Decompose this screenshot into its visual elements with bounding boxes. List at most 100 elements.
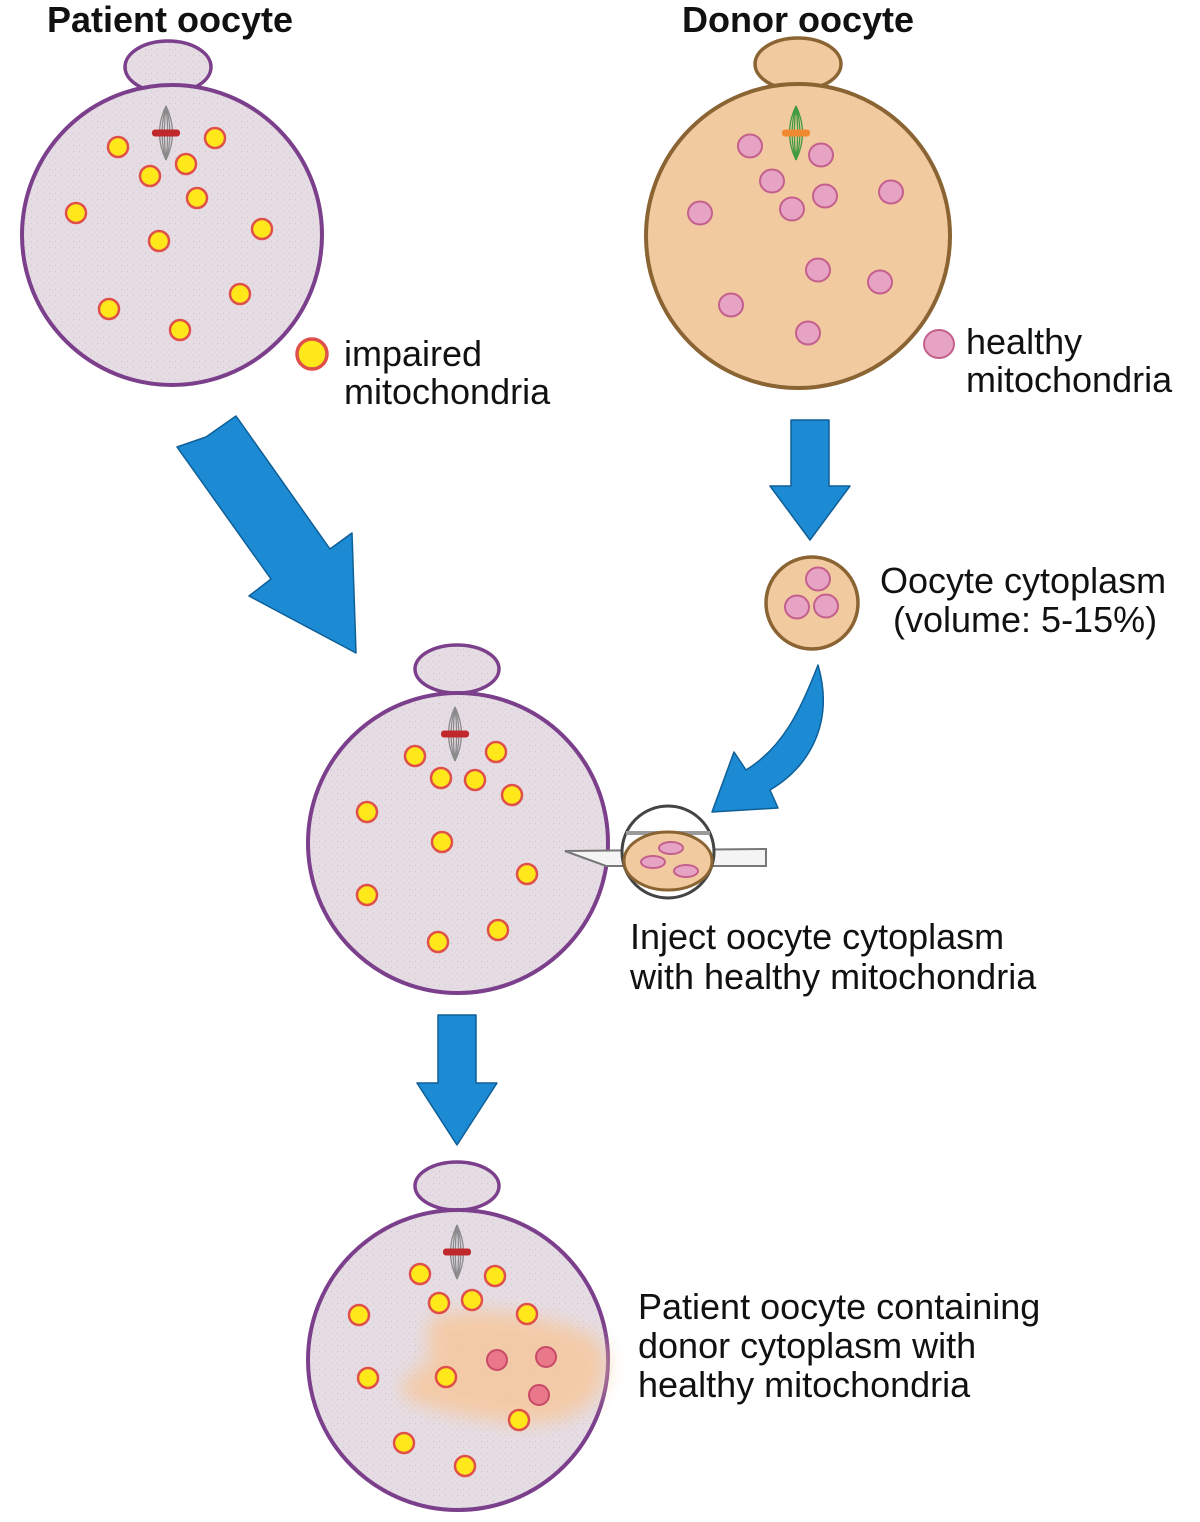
legend-healthy-line1: healthy <box>966 321 1082 362</box>
healthy-mitochondria-group <box>687 133 904 346</box>
impaired-mitochondrion <box>106 135 130 159</box>
chromosome-plate <box>443 1248 471 1256</box>
inject-label-line2: with healthy mitochondria <box>629 956 1037 997</box>
impaired-mitochondrion <box>174 152 198 176</box>
impaired-mitochondrion <box>500 783 524 807</box>
healthy-mitochondrion <box>805 257 831 283</box>
chromosome-plate <box>782 129 810 137</box>
impaired-mitochondrion <box>453 1454 477 1478</box>
impaired-mitochondrion <box>228 282 252 306</box>
injected-cytoplasm <box>622 830 714 892</box>
result-label-line3: healthy mitochondria <box>638 1364 971 1405</box>
spindle <box>443 1224 471 1280</box>
spindle <box>152 105 180 161</box>
inset-mitochondria <box>673 864 699 878</box>
impaired-mitochondrion <box>250 217 274 241</box>
healthy-mitochondrion <box>486 1349 508 1371</box>
impaired-mitochondria-group <box>347 1262 539 1478</box>
impaired-mitochondrion <box>483 1264 507 1288</box>
impaired-mitochondrion <box>515 862 539 886</box>
polar-body <box>413 1160 501 1212</box>
impaired-mitochondrion <box>430 830 454 854</box>
cytoplasm-label-line2: (volume: 5-15%) <box>893 599 1157 640</box>
healthy-mitochondrion <box>779 196 805 222</box>
impaired-mitochondrion <box>347 1303 371 1327</box>
oocyte-cell <box>20 83 324 387</box>
legend-impaired: impaired mitochondria <box>295 333 551 412</box>
chromosome-plate <box>441 730 469 738</box>
healthy-mitochondrion <box>687 200 713 226</box>
impaired-mitochondrion <box>460 1288 484 1312</box>
impaired-mitochondrion <box>355 800 379 824</box>
impaired-mitochondrion <box>515 1302 539 1326</box>
injection-oocyte <box>306 643 610 995</box>
impaired-mitochondrion <box>484 740 508 764</box>
impaired-mitochondrion <box>147 229 171 253</box>
impaired-mitochondria-group <box>64 126 274 342</box>
healthy-mitochondrion <box>808 142 834 168</box>
healthy-mitochondrion <box>535 1346 557 1368</box>
result-oocyte <box>306 1160 610 1512</box>
arrow-patient-to-injection <box>176 415 357 654</box>
impaired-mitochondria-icon <box>295 337 329 371</box>
healthy-mitochondrion <box>528 1384 550 1406</box>
impaired-mitochondrion <box>295 337 329 371</box>
impaired-mitochondrion <box>426 930 450 954</box>
arrow-injection-to-result <box>416 1014 498 1146</box>
healthy-mitochondrion <box>805 566 831 592</box>
patient-oocyte <box>20 39 324 387</box>
inset-mitochondria <box>640 855 666 869</box>
impaired-mitochondrion <box>64 201 88 225</box>
healthy-mitochondria-icon <box>923 329 955 359</box>
donor-oocyte-title: Donor oocyte <box>682 0 914 40</box>
impaired-mitochondrion <box>427 1291 451 1315</box>
spindle <box>782 105 810 161</box>
inject-label-line1: Inject oocyte cytoplasm <box>630 916 1004 957</box>
healthy-mitochondrion <box>813 593 839 619</box>
legend-impaired-line2: mitochondria <box>344 371 551 412</box>
impaired-mitochondrion <box>185 186 209 210</box>
arrow-cytoplasm-to-injection <box>711 664 824 813</box>
impaired-mitochondrion <box>507 1408 531 1432</box>
spindle <box>441 706 469 762</box>
polar-body <box>413 643 501 695</box>
healthy-mitochondrion <box>737 133 763 159</box>
result-label-line1: Patient oocyte containing <box>638 1286 1040 1327</box>
healthy-mitochondrion <box>878 179 904 205</box>
impaired-mitochondrion <box>392 1431 416 1455</box>
donor-cytoplasm-sample <box>764 555 860 651</box>
chromosome-plate <box>152 129 180 137</box>
impaired-mitochondrion <box>168 318 192 342</box>
healthy-mitochondrion <box>759 168 785 194</box>
impaired-mitochondrion <box>434 1365 458 1389</box>
healthy-mitochondrion <box>795 320 821 346</box>
impaired-mitochondrion <box>463 768 487 792</box>
impaired-mitochondria-group <box>355 740 539 954</box>
cytoplasm-circle <box>764 555 860 651</box>
impaired-mitochondrion <box>486 918 510 942</box>
healthy-mitochondrion <box>867 269 893 295</box>
impaired-mitochondrion <box>355 883 379 907</box>
impaired-mitochondrion <box>403 744 427 768</box>
transferred-mitochondria-group <box>486 1346 557 1406</box>
impaired-mitochondrion <box>356 1366 380 1390</box>
legend-healthy: healthy mitochondria <box>923 321 1173 400</box>
impaired-mitochondrion <box>203 126 227 150</box>
arrow-donor-to-cytoplasm <box>769 419 851 541</box>
healthy-mitochondrion <box>923 329 955 359</box>
legend-healthy-line2: mitochondria <box>966 359 1173 400</box>
cytoplasm-label-line1: Oocyte cytoplasm <box>880 560 1166 601</box>
impaired-mitochondrion <box>429 766 453 790</box>
legend-impaired-line1: impaired <box>344 333 482 374</box>
patient-oocyte-title: Patient oocyte <box>47 0 293 40</box>
healthy-mitochondrion <box>784 594 810 620</box>
impaired-mitochondrion <box>138 164 162 188</box>
healthy-mitochondrion <box>718 292 744 318</box>
oocyte-cell <box>306 691 610 995</box>
donor-oocyte <box>644 36 952 390</box>
cytoplasm-mitochondria <box>784 566 839 620</box>
impaired-mitochondrion <box>408 1262 432 1286</box>
magnified-injection-inset <box>620 804 716 900</box>
